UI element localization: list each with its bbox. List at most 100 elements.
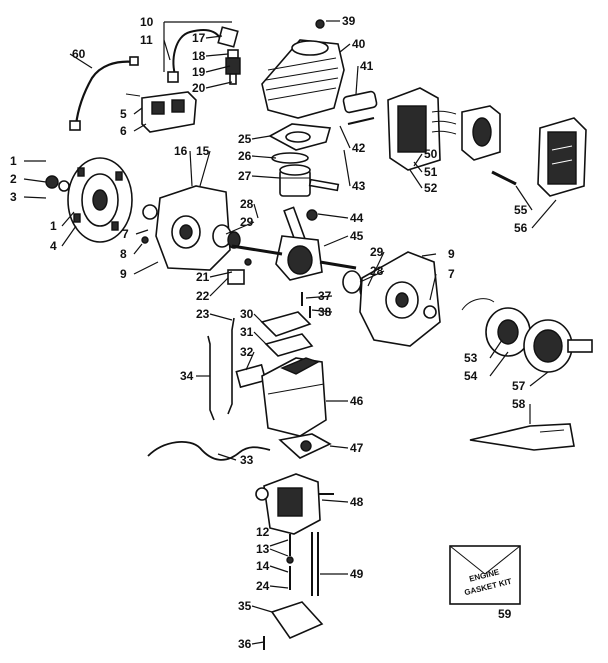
leader-line xyxy=(253,331,267,345)
callout-26: 26 xyxy=(238,149,252,163)
callout-33: 33 xyxy=(240,453,254,467)
callout-19: 19 xyxy=(192,65,206,79)
callout-56: 56 xyxy=(514,221,528,235)
leader-line xyxy=(225,221,255,235)
part-fuel-tank xyxy=(261,357,327,437)
leader-line xyxy=(339,43,351,53)
callout-6: 6 xyxy=(120,124,127,138)
leader-lines xyxy=(23,20,557,645)
callout-9: 9 xyxy=(448,247,455,261)
leader-line xyxy=(69,53,93,69)
leader-line xyxy=(515,185,533,211)
callout-16: 16 xyxy=(174,144,188,158)
leader-line xyxy=(367,251,385,287)
leader-line xyxy=(251,641,265,645)
callout-40: 40 xyxy=(352,37,366,51)
leader-line xyxy=(135,229,149,235)
leader-line xyxy=(489,351,509,377)
callout-35: 35 xyxy=(238,599,252,613)
callout-5: 5 xyxy=(120,107,127,121)
callout-54: 54 xyxy=(464,369,478,383)
callout-59: 59 xyxy=(498,607,512,621)
callout-50: 50 xyxy=(424,147,438,161)
leader-line xyxy=(321,499,349,503)
part-tank-gasket xyxy=(278,433,332,459)
callout-45: 45 xyxy=(350,229,364,243)
leader-line xyxy=(269,585,289,589)
callout-30: 30 xyxy=(240,307,254,321)
callout-41: 41 xyxy=(360,59,374,73)
leader-line xyxy=(251,135,271,140)
part-carb-needles xyxy=(286,534,294,590)
part-muffler-connector xyxy=(342,90,378,125)
callout-55: 55 xyxy=(514,203,528,217)
leader-line xyxy=(189,150,193,187)
callout-12: 12 xyxy=(256,525,270,539)
part-throttle-rod xyxy=(207,317,235,421)
part-flywheel xyxy=(67,157,133,243)
leader-line xyxy=(61,225,77,247)
part-bearing-left xyxy=(212,224,241,249)
leader-line xyxy=(209,277,229,297)
callout-36: 36 xyxy=(238,637,252,651)
part-cylinder-gasket xyxy=(268,123,332,151)
callout-7: 7 xyxy=(448,267,455,281)
part-screws xyxy=(301,292,311,318)
part-insulator xyxy=(235,363,267,389)
leader-line xyxy=(251,605,273,613)
callout-14: 14 xyxy=(256,559,270,573)
callout-38: 38 xyxy=(318,305,332,319)
leader-line xyxy=(205,35,223,39)
callout-39: 39 xyxy=(342,14,356,28)
callout-8: 8 xyxy=(120,247,127,261)
callout-9: 9 xyxy=(120,267,127,281)
part-carb-screws xyxy=(311,532,319,596)
callout-3: 3 xyxy=(10,190,17,204)
leader-line xyxy=(209,271,233,278)
callout-1: 1 xyxy=(50,219,57,233)
callout-42: 42 xyxy=(352,141,366,155)
callout-22: 22 xyxy=(196,289,210,303)
part-air-cleaner-cover xyxy=(537,117,587,197)
callout-43: 43 xyxy=(352,179,366,193)
callout-20: 20 xyxy=(192,81,206,95)
callout-48: 48 xyxy=(350,495,364,509)
callout-27: 27 xyxy=(238,169,252,183)
callout-53: 53 xyxy=(464,351,478,365)
part-crankcase-right xyxy=(359,251,441,347)
callout-49: 49 xyxy=(350,567,364,581)
callout-46: 46 xyxy=(350,394,364,408)
leader-line xyxy=(317,213,349,219)
callout-11: 11 xyxy=(140,33,153,47)
callout-28: 28 xyxy=(370,264,384,278)
leader-line xyxy=(253,313,263,323)
leader-line xyxy=(205,65,231,73)
leader-line xyxy=(205,81,233,89)
callout-2: 2 xyxy=(10,172,17,186)
callout-31: 31 xyxy=(240,325,254,339)
part-ignition-wire xyxy=(69,56,139,131)
part-ignition-module xyxy=(125,91,197,133)
callout-28: 28 xyxy=(240,197,254,211)
leader-line xyxy=(23,196,47,199)
leader-line xyxy=(531,199,557,229)
leader-line xyxy=(163,39,171,61)
callout-60: 60 xyxy=(72,47,86,61)
part-piston xyxy=(271,152,340,197)
callout-51: 51 xyxy=(424,165,438,179)
leader-line xyxy=(269,539,289,547)
leader-line xyxy=(355,65,359,95)
callout-57: 57 xyxy=(512,379,526,393)
leader-line xyxy=(529,371,549,387)
part-cylinder xyxy=(261,19,345,119)
leader-line xyxy=(311,309,333,313)
callout-18: 18 xyxy=(192,49,206,63)
leader-line xyxy=(251,175,281,179)
callout-10: 10 xyxy=(140,15,154,29)
part-grease-tube xyxy=(469,423,575,451)
leader-line xyxy=(429,273,437,301)
callout-7: 7 xyxy=(122,227,129,241)
callout-25: 25 xyxy=(238,132,252,146)
callout-1: 1 xyxy=(10,154,17,168)
